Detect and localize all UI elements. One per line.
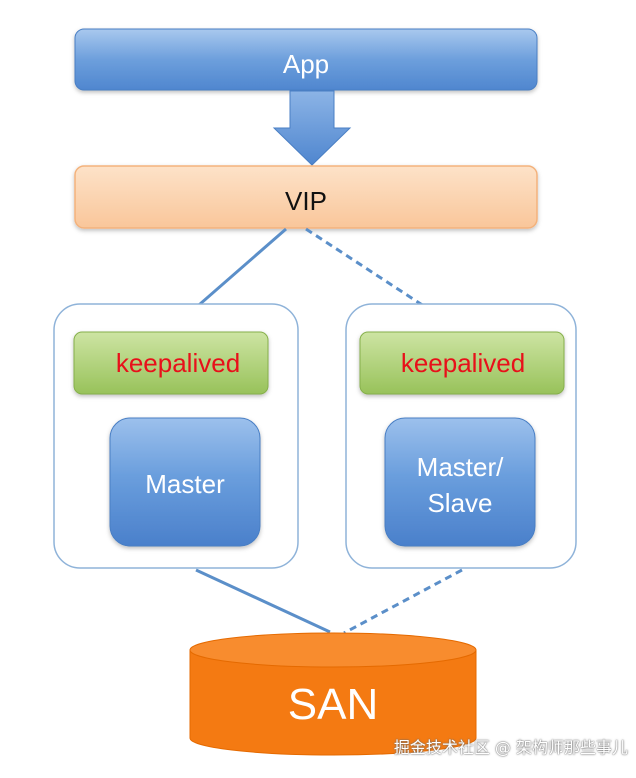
right-master-label-line2: Slave xyxy=(427,488,492,518)
left-to-san-line xyxy=(195,568,331,634)
left-server: keepalived Master xyxy=(53,303,299,569)
vip-node: VIP xyxy=(74,165,538,229)
left-keepalived-label: keepalived xyxy=(116,348,240,378)
app-label: App xyxy=(283,49,329,79)
left-keepalived-box xyxy=(73,331,269,395)
left-master-box xyxy=(109,417,261,547)
san-storage: SAN xyxy=(189,632,477,756)
watermark-text: 掘金技术社区 @ 架构师那些事儿 xyxy=(393,738,628,757)
vip-label: VIP xyxy=(285,186,327,216)
app-to-vip-arrow xyxy=(272,90,352,166)
right-keepalived-label: keepalived xyxy=(401,348,525,378)
right-server: keepalived Master/ Slave xyxy=(345,303,577,569)
left-master-label: Master xyxy=(145,469,225,499)
right-keepalived-box xyxy=(359,331,565,395)
right-master-slave-box xyxy=(384,417,536,547)
right-to-san-dashed-line xyxy=(343,568,463,635)
right-master-label-line1: Master/ xyxy=(417,452,504,482)
san-label: SAN xyxy=(288,680,378,729)
app-node: App xyxy=(74,28,538,91)
